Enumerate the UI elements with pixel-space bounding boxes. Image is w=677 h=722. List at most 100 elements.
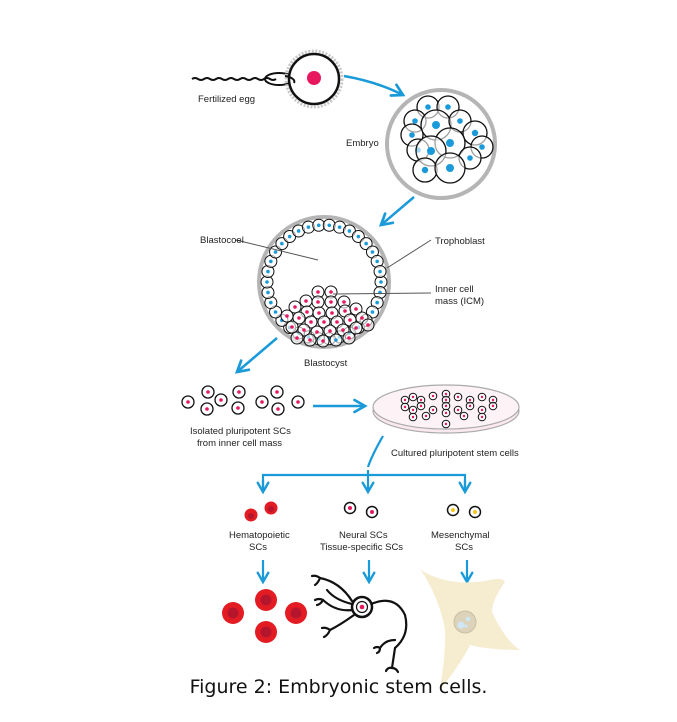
icm-cell-nucleus bbox=[309, 320, 313, 324]
arrow-egg-to-embryo bbox=[343, 74, 406, 97]
icm-cell-nucleus bbox=[348, 318, 352, 322]
trophoblast-cell-nucleus bbox=[375, 300, 379, 305]
trophoblast-cell-nucleus bbox=[280, 241, 284, 246]
trophoblast-cell-nucleus bbox=[337, 225, 342, 229]
trophoblast-cell-nucleus bbox=[347, 229, 352, 233]
icm-cell-nucleus bbox=[329, 290, 333, 294]
figure-caption: Figure 2: Embryonic stem cells. bbox=[189, 676, 488, 698]
label-blastocoel: Blastocoel bbox=[200, 235, 244, 246]
cultured-cell-nucleus bbox=[456, 408, 460, 412]
neuron-nucleus bbox=[359, 604, 365, 610]
label-icm-line1: Inner cell bbox=[435, 284, 474, 295]
label-branch-2-line2: Tissue-specific SCs bbox=[320, 542, 403, 553]
cultured-cell-nucleus bbox=[462, 414, 466, 418]
petri-dish bbox=[372, 384, 520, 434]
cultured-cell-nucleus bbox=[444, 404, 448, 408]
cultured-cell-nucleus bbox=[491, 404, 495, 408]
embryo-cell-nucleus bbox=[432, 121, 440, 129]
red-blood-cells bbox=[222, 589, 307, 643]
arrow-embryo-to-blastocyst bbox=[378, 196, 415, 227]
icm-cell-nucleus bbox=[308, 338, 312, 342]
label-isolated-line2: from inner cell mass bbox=[197, 438, 282, 449]
trophoblast-cell-nucleus bbox=[296, 229, 301, 233]
isolated-pluripotent-cells bbox=[181, 385, 305, 416]
trophoblast-cell-nucleus bbox=[378, 269, 382, 274]
arrow-blastocyst-to-isolated bbox=[234, 337, 278, 374]
trophoblast-cell-nucleus bbox=[370, 310, 375, 314]
icm-pointer bbox=[332, 292, 432, 295]
hematopoietic-sc-cells bbox=[244, 501, 278, 522]
cultured-cell-nucleus bbox=[403, 405, 407, 409]
trophoblast-cell-nucleus bbox=[356, 234, 361, 239]
cultured-cell-nucleus bbox=[424, 414, 428, 418]
cultured-cell-nucleus bbox=[411, 415, 415, 419]
mesenchymal-sc-cells bbox=[446, 503, 482, 519]
isolated-cell-nucleus bbox=[237, 390, 241, 394]
isolated-cell-nucleus bbox=[186, 400, 190, 404]
trophoblast-cell-nucleus bbox=[266, 290, 270, 295]
cultured-cell-nucleus bbox=[403, 398, 407, 402]
embryo-cell-nucleus bbox=[471, 129, 479, 137]
icm-cell-nucleus bbox=[285, 314, 289, 318]
embryo-cell-nucleus bbox=[445, 104, 451, 110]
embryo-cell-nucleus bbox=[446, 139, 454, 147]
trophoblast-cell-nucleus bbox=[287, 234, 292, 239]
icm-cell-nucleus bbox=[321, 339, 325, 343]
trophoblast-cell-nucleus bbox=[327, 223, 332, 228]
embryo-cell-nucleus bbox=[412, 118, 418, 124]
zona-pellucida bbox=[284, 49, 344, 109]
isolated-cell-nucleus bbox=[206, 390, 210, 394]
sperm-tail bbox=[191, 77, 277, 81]
fibroblast-cell bbox=[421, 570, 520, 690]
embryo-cell-nucleus bbox=[457, 118, 463, 124]
embryo-cell-nucleus bbox=[479, 144, 485, 150]
cultured-cell-nucleus bbox=[444, 422, 448, 426]
cultured-cell-nucleus bbox=[431, 394, 435, 398]
label-blastocyst: Blastocyst bbox=[304, 358, 348, 369]
trophoblast-cell-nucleus bbox=[269, 300, 273, 305]
cultured-cell-nucleus bbox=[480, 395, 484, 399]
isolated-cell-nucleus bbox=[219, 398, 223, 402]
cultured-cell-nucleus bbox=[480, 408, 484, 412]
cultured-cell-nucleus bbox=[431, 408, 435, 412]
trophoblast-cell-nucleus bbox=[306, 225, 311, 229]
egg-nucleus bbox=[307, 71, 321, 85]
isolated-cell-nucleus bbox=[236, 406, 240, 410]
trophoblast-cell-nucleus bbox=[269, 259, 273, 264]
cultured-cell-nucleus bbox=[419, 404, 423, 408]
icm-cell-nucleus bbox=[305, 310, 309, 314]
icm-cell-nucleus bbox=[354, 307, 358, 311]
cultured-cell-nucleus bbox=[456, 395, 460, 399]
label-branch-3-line1: Mesenchymal bbox=[431, 530, 490, 541]
cultured-cell-nucleus bbox=[419, 398, 423, 402]
label-embryo: Embryo bbox=[346, 138, 379, 149]
icm-cell-nucleus bbox=[354, 326, 358, 330]
branch-arrows bbox=[256, 435, 472, 495]
icm-cell-nucleus bbox=[330, 311, 334, 315]
icm-cell-nucleus bbox=[302, 328, 306, 332]
trophoblast-cell-nucleus bbox=[370, 250, 375, 254]
neuron bbox=[310, 574, 408, 674]
icm-cell-nucleus bbox=[335, 320, 339, 324]
embryo-cell-nucleus bbox=[409, 132, 415, 138]
icm-cell-nucleus bbox=[297, 316, 301, 320]
trophoblast-cell-nucleus bbox=[273, 310, 278, 314]
embryo-cell-nucleus bbox=[467, 155, 473, 161]
embryo-cell-nucleus bbox=[427, 147, 435, 155]
trophoblast-cell-nucleus bbox=[316, 223, 321, 228]
icm-cell-nucleus bbox=[322, 320, 326, 324]
trophoblast-cell-nucleus bbox=[273, 250, 278, 254]
isolated-cell-nucleus bbox=[275, 390, 279, 394]
label-branch-1-line2: SCs bbox=[249, 542, 267, 553]
trophoblast-pointer bbox=[386, 239, 432, 269]
cultured-cell-nucleus bbox=[411, 408, 415, 412]
cultured-cell-nucleus bbox=[468, 404, 472, 408]
neural-sc-cells bbox=[343, 501, 379, 519]
icm-cell-nucleus bbox=[315, 330, 319, 334]
label-icm-line2: mass (ICM) bbox=[435, 296, 484, 307]
fertilized-egg bbox=[191, 49, 344, 109]
cultured-cell-nucleus bbox=[468, 398, 472, 402]
label-trophoblast: Trophoblast bbox=[435, 236, 485, 247]
isolated-cell-nucleus bbox=[205, 407, 209, 411]
cultured-cell-nucleus bbox=[480, 415, 484, 419]
